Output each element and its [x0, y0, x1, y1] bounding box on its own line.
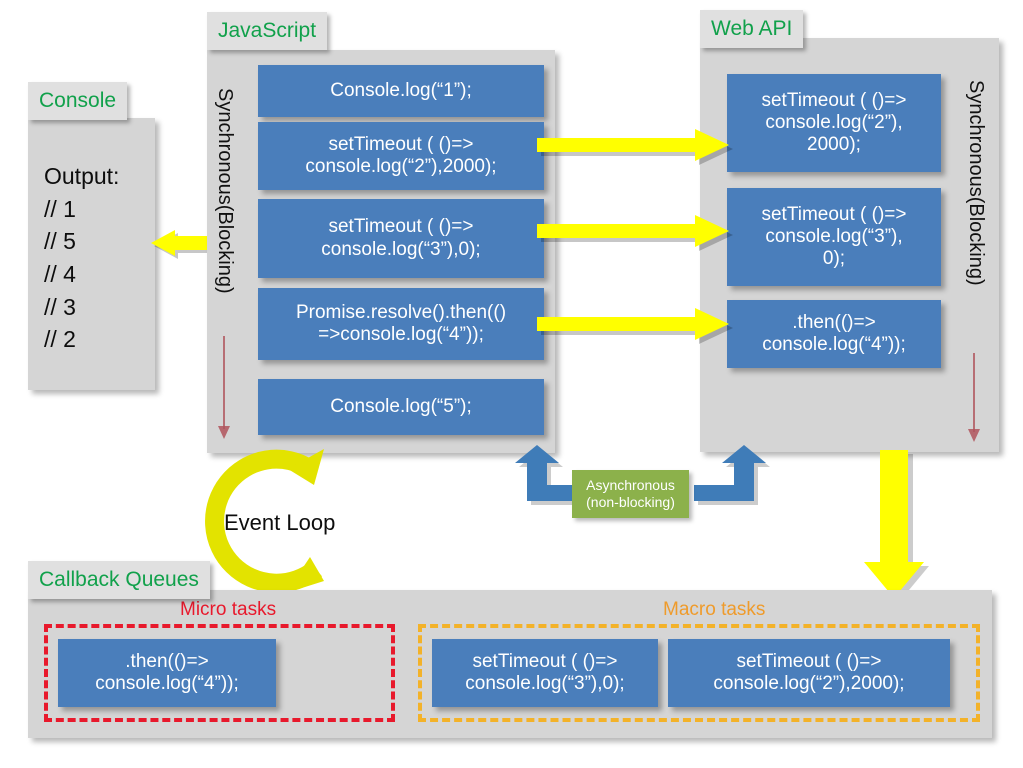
async-label-box: Asynchronous (non-blocking) [572, 470, 689, 518]
callback-queues-tag-label: Callback Queues [39, 568, 199, 591]
js-block-2[interactable]: setTimeout ( ()=> console.log(“2”),2000)… [258, 122, 544, 190]
micro-tasks-title: Micro tasks [180, 599, 277, 620]
async-label-line2: (non-blocking) [586, 494, 675, 510]
webapi-tag-label: Web API [711, 17, 793, 40]
webapi-side-caption: Synchronous(Blocking) [965, 80, 987, 286]
callback-queues-tag: Callback Queues [28, 561, 210, 599]
javascript-flow-down-arrow [218, 336, 230, 439]
js-block-4[interactable]: Promise.resolve().then(() =>console.log(… [258, 288, 544, 360]
arrow-async-to-webapi [694, 445, 770, 505]
arrow-js-to-console [151, 230, 214, 259]
console-tag-label: Console [39, 89, 117, 112]
async-label-line1: Asynchronous [586, 476, 675, 493]
webapi-tag: Web API [700, 10, 804, 48]
webapi-block-3[interactable]: .then(()=> console.log(“4”)); [727, 300, 941, 368]
micro-tasks-region [44, 624, 395, 722]
macro-tasks-title: Macro tasks [663, 599, 766, 620]
javascript-side-caption: Synchronous(Blocking) [214, 88, 236, 294]
webapi-block-2[interactable]: setTimeout ( ()=> console.log(“3”), 0); [727, 188, 941, 286]
js-block-1[interactable]: Console.log(“1”); [258, 65, 544, 117]
macro-tasks-region [418, 624, 980, 722]
javascript-tag: JavaScript [207, 12, 328, 50]
arrow-webapi-to-callback-queues [864, 450, 929, 602]
webapi-block-1[interactable]: setTimeout ( ()=> console.log(“2”), 2000… [727, 74, 941, 172]
arrow-js-to-webapi-3 [537, 308, 733, 344]
console-panel [28, 118, 155, 390]
javascript-tag-label: JavaScript [218, 19, 317, 42]
console-tag: Console [28, 82, 128, 120]
console-output-text: Output: // 1 // 5 // 4 // 3 // 2 [44, 163, 120, 353]
macro-task-block-2[interactable]: setTimeout ( ()=> console.log(“2”),2000)… [668, 639, 950, 707]
arrow-js-to-webapi-2 [537, 215, 733, 251]
event-loop-label: Event Loop [224, 510, 336, 535]
micro-task-block-1[interactable]: .then(()=> console.log(“4”)); [58, 639, 276, 707]
arrow-js-to-webapi-1 [537, 129, 733, 165]
macro-task-block-1[interactable]: setTimeout ( ()=> console.log(“3”),0); [432, 639, 658, 707]
js-block-3[interactable]: setTimeout ( ()=> console.log(“3”),0); [258, 199, 544, 278]
js-block-5[interactable]: Console.log(“5”); [258, 379, 544, 435]
event-loop-arrow [205, 449, 324, 593]
webapi-flow-down-arrow [968, 353, 980, 442]
